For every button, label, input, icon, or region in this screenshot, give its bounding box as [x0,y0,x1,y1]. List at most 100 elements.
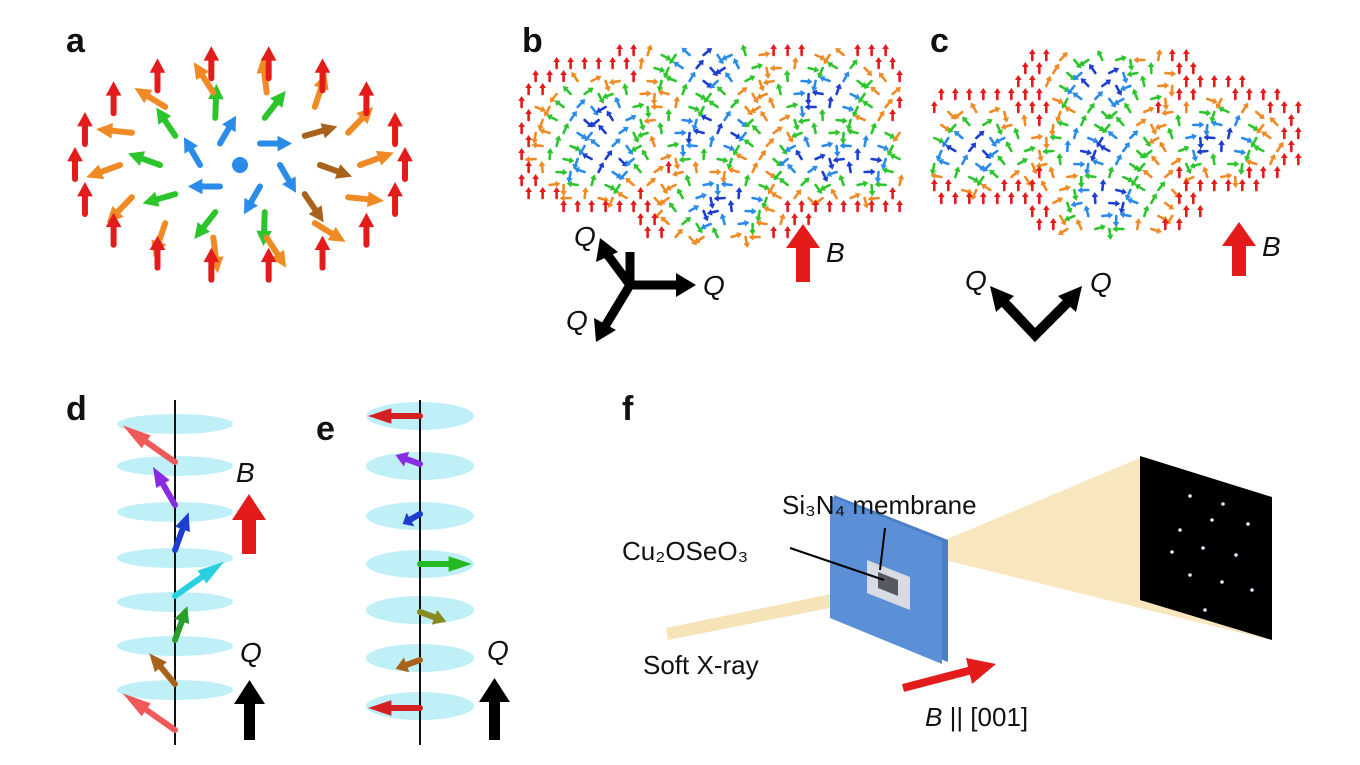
lattice-spin-arrow [665,183,677,191]
lattice-spin-arrow [1234,148,1247,156]
lattice-spin-arrow [665,75,677,83]
lattice-spin-arrow [1005,141,1013,153]
lattice-spin-arrow [695,222,703,234]
lattice-spin-arrow [1150,94,1162,101]
lattice-spin-arrow [1108,67,1120,75]
lattice-spin-arrow [1075,218,1083,231]
lattice-spin-arrow [783,70,791,83]
lattice-spin-arrow [889,153,901,161]
lattice-spin-arrow [1052,97,1064,105]
lattice-spin-arrow [961,154,969,166]
lattice-spin-arrow [702,180,715,188]
lattice-spin-arrow [1148,136,1160,144]
lattice-spin-arrow [1175,166,1183,179]
field-label-c: B [1262,231,1281,262]
spin-arrow [77,112,93,148]
lattice-spin-arrow [930,179,938,192]
spin-arrow [345,106,374,136]
lattice-spin-arrow [665,161,672,174]
lattice-spin-arrow [819,75,831,83]
lattice-spin-arrow [684,174,691,187]
lattice-spin-arrow [793,118,800,131]
lattice-spin-arrow [581,57,588,70]
lattice-spin-arrow [1171,157,1182,166]
lattice-spin-arrow [1252,179,1260,192]
spin-arrow [261,91,286,121]
lattice-spin-arrow [882,44,889,57]
lattice-spin-arrow [672,170,684,177]
lattice-spin-arrow [524,156,537,163]
lattice-spin-arrow [1175,192,1183,205]
lattice-spin-arrow [618,126,629,135]
lattice-spin-arrow [1215,97,1223,109]
lattice-spin-arrow [1280,153,1288,166]
lattice-spin-arrow [613,183,621,195]
lattice-spin-arrow [868,200,875,213]
lattice-spin-arrow [643,117,656,125]
lattice-spin-arrow [1127,58,1135,71]
spin-arrow [358,212,375,248]
lattice-spin-arrow [1107,166,1115,179]
lattice-spin-arrow [817,66,824,79]
lattice-spin-arrow [800,78,813,85]
lattice-spin-arrow [786,102,799,109]
lattice-spin-arrow [659,196,670,205]
lattice-spin-arrow [727,200,735,213]
lattice-spin-arrow [1139,75,1147,88]
lattice-spin-arrow [989,106,1001,114]
lattice-spin-arrow [597,162,605,174]
lattice-spin-arrow [1218,140,1225,153]
lattice-spin-arrow [737,87,748,96]
lattice-spin-arrow [1024,145,1036,153]
lattice-spin-arrow [1245,166,1253,179]
lattice-spin-arrow [578,144,586,156]
lattice-spin-arrow [576,99,586,109]
lattice-spin-arrow [854,148,862,161]
lattice-spin-arrow [811,89,824,97]
lattice-spin-arrow [784,226,791,239]
lattice-spin-arrow [793,90,806,97]
lattice-spin-arrow [1055,110,1062,123]
lattice-spin-arrow [716,86,726,96]
lattice-spin-arrow [835,117,848,125]
up-arrow-icon [232,494,266,520]
lattice-spin-arrow [663,66,670,79]
lattice-spin-arrow [668,202,677,213]
lattice-spin-arrow [1106,227,1114,240]
field-arrow-c: B [1222,222,1281,276]
lattice-spin-arrow [1040,180,1048,192]
lattice-spin-arrow [1010,169,1020,179]
lattice-spin-arrow [1175,218,1183,231]
lattice-spin-arrow [1294,101,1302,114]
lattice-spin-arrow [752,125,761,135]
lattice-spin-arrow [685,142,698,149]
membrane-label: Si₃N₄ membrane [782,490,977,520]
lattice-spin-arrow [1094,91,1103,101]
spin-arrow [345,191,384,208]
lattice-spin-arrow [674,228,683,239]
lattice-spin-arrow [1080,78,1090,88]
lattice-spin-arrow [751,92,759,104]
lattice-spin-arrow [735,187,743,200]
lattice-spin-arrow [1168,84,1176,97]
lattice-spin-arrow [1052,197,1064,205]
lattice-spin-arrow [1121,71,1129,84]
lattice-spin-arrow [1151,155,1160,166]
lattice-spin-arrow [993,192,1001,205]
lattice-spin-arrow [1064,106,1076,114]
panel-d: d B Q [66,390,266,745]
lattice-spin-arrow [597,92,605,104]
lattice-spin-arrow [1035,88,1043,101]
panel-c-label: c [930,22,949,60]
lattice-spin-arrow [673,61,684,70]
lattice-spin-arrow [760,110,768,122]
lattice-spin-arrow [758,50,771,58]
lattice-spin-arrow [1042,148,1055,155]
lattice-spin-arrow [868,44,875,57]
lattice-spin-arrow [768,96,775,109]
lattice-spin-arrow [518,96,525,109]
diffraction-spot [1201,546,1205,550]
lattice-spin-arrow [673,96,681,109]
spin-arrow [153,466,178,508]
lattice-spin-arrow [1035,114,1043,127]
